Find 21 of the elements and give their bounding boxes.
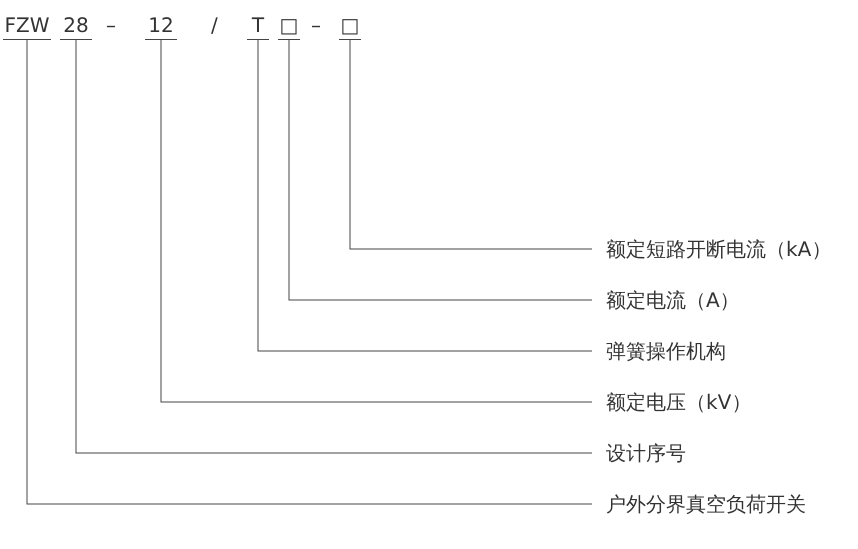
model-code-part: FZW: [3, 10, 51, 40]
fill-in-box: □: [339, 10, 361, 40]
leader-line: [288, 40, 592, 300]
leader-line: [26, 40, 592, 504]
separator-symbol: /: [211, 12, 218, 39]
leader-line: [258, 40, 592, 352]
model-code-part: T: [247, 10, 269, 40]
leader-line: [350, 40, 592, 250]
leader-line: [160, 40, 592, 402]
separator-symbol: –: [311, 12, 321, 39]
model-code-part: 28: [60, 10, 92, 40]
description-label: 额定短路开断电流（kA）: [592, 235, 832, 263]
description-label: 额定电压（kV）: [592, 388, 752, 416]
leader-line: [76, 40, 592, 454]
model-code-part: 12: [145, 10, 177, 40]
description-label: 设计序号: [592, 439, 686, 467]
description-label: 弹簧操作机构: [592, 337, 726, 365]
description-label: 户外分界真空负荷开关: [592, 490, 806, 518]
fill-in-box: □: [278, 10, 300, 40]
separator-symbol: –: [106, 12, 116, 39]
description-label: 额定电流（A）: [592, 286, 740, 314]
